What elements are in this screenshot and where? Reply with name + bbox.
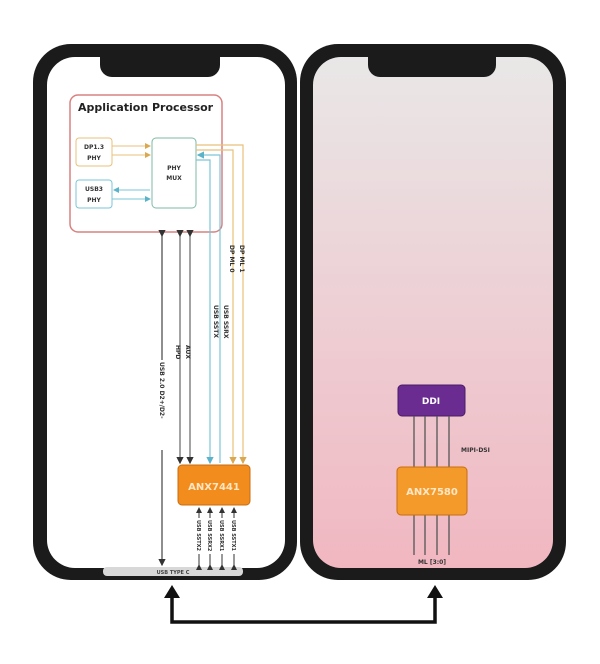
ap-title: Application Processor [78,101,214,114]
connector-label: USB TYPE C [157,570,190,576]
ml-label: ML [3:0] [418,559,446,566]
dp-phy-box [75,137,113,167]
svg-text:MUX: MUX [166,175,182,182]
svg-text:USB3: USB3 [85,186,103,193]
svg-text:USB SSTX2: USB SSTX2 [195,520,201,551]
phy-mux-box [151,137,197,209]
svg-text:USB SSRX2: USB SSRX2 [206,520,212,552]
left-phone: USB TYPE C [33,44,297,580]
application-processor: Application Processor DP1.3 PHY USB3 PHY… [69,94,223,233]
usb2-label: USB 2.0 D2+/D2- [158,362,165,419]
notch [100,57,220,77]
right-phone [300,44,566,580]
aux-label: AUX [184,345,191,359]
svg-text:PHY: PHY [167,165,181,172]
svg-text:USB SSTX1: USB SSTX1 [230,520,236,551]
svg-text:ANX7441: ANX7441 [188,482,240,493]
bottom-lane-labels: USB SSTX2 USB SSRX2 USB SSRX1 USB SSTX1 [195,518,238,554]
svg-text:ANX7580: ANX7580 [406,487,458,498]
ddi-chip: DDI [397,384,466,417]
svg-text:PHY: PHY [87,155,101,162]
svg-text:PHY: PHY [87,197,101,204]
arrowhead-right [427,585,443,598]
dp-ml0-label: DP ML 0 [228,245,235,273]
svg-text:DDI: DDI [422,397,440,407]
signal-lines [158,144,247,567]
usb3-phy-box [75,179,113,209]
notch [368,57,496,77]
mipi-dsi-lines [413,416,450,555]
hpd-label: HPD [174,345,181,359]
usb-ssrx-label: USB SSRX [222,305,229,339]
anx7580-chip: ANX7580 [396,466,468,516]
dp-ml1-label: DP ML 1 [238,245,245,273]
mipi-dsi-label: MIPI-DSI [461,447,490,454]
usb-sstx-label: USB SSTX [212,305,219,338]
connection-arrow [170,598,437,624]
svg-text:DP1.3: DP1.3 [84,144,104,151]
svg-text:USB SSRX1: USB SSRX1 [218,520,224,552]
arrowhead-left [164,585,180,598]
anx7441-chip: ANX7441 [177,464,251,506]
